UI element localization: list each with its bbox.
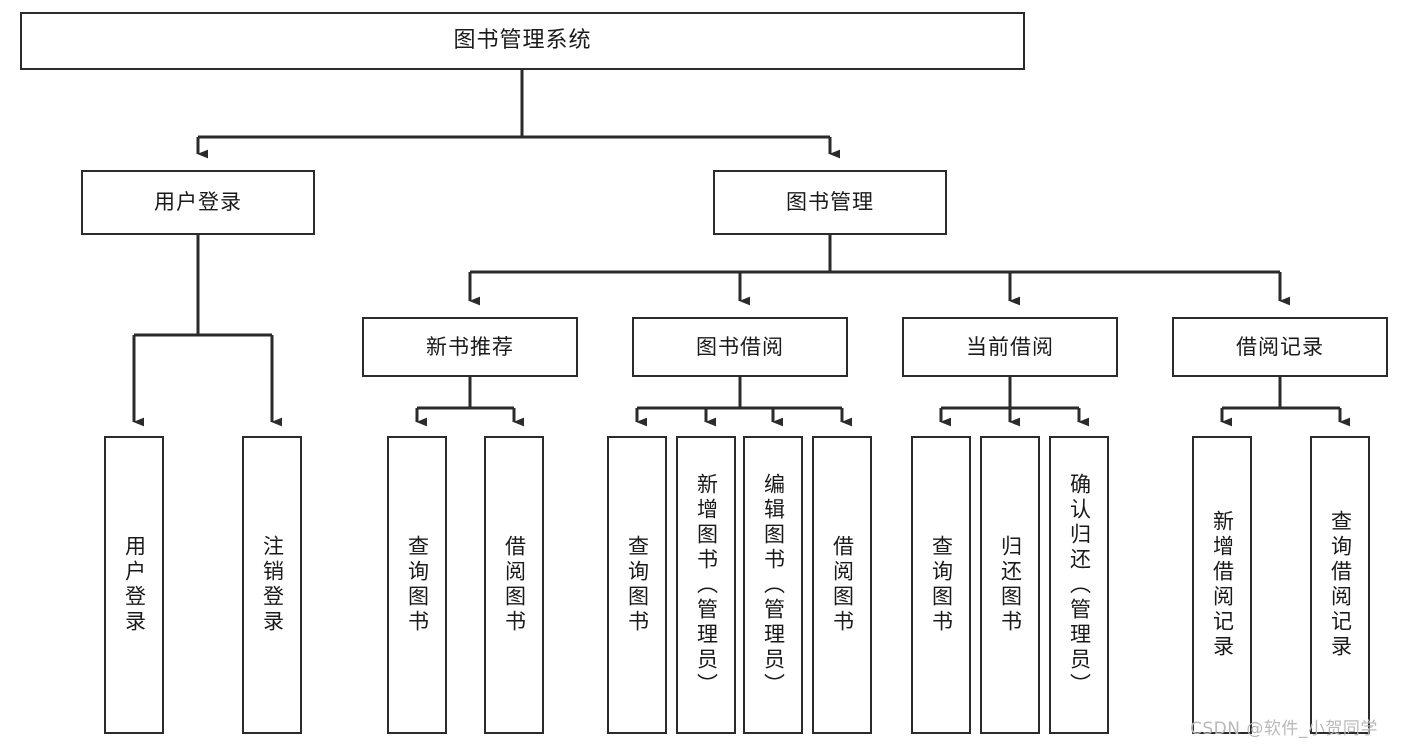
node-leaf-borrow-book-2[interactable]: 借阅图书 xyxy=(812,436,872,734)
node-leaf-borrow-book-1[interactable]: 借阅图书 xyxy=(484,436,544,734)
node-new-book-recommend[interactable]: 新书推荐 xyxy=(362,317,578,377)
node-leaf-query-book-3[interactable]: 查询图书 xyxy=(911,436,971,734)
node-leaf-confirm-return[interactable]: 确认归还（管理员） xyxy=(1049,436,1109,734)
node-label: 查询借阅记录 xyxy=(1328,510,1353,660)
node-leaf-return-book[interactable]: 归还图书 xyxy=(980,436,1040,734)
node-leaf-query-book-1[interactable]: 查询图书 xyxy=(387,436,447,734)
node-book-borrow[interactable]: 图书借阅 xyxy=(632,317,848,377)
node-label: 新增借阅记录 xyxy=(1210,510,1235,660)
node-leaf-query-book-2[interactable]: 查询图书 xyxy=(607,436,667,734)
node-label: 借阅图书 xyxy=(830,535,855,635)
node-leaf-user-login[interactable]: 用户登录 xyxy=(104,436,164,734)
node-label: 用户登录 xyxy=(122,535,147,635)
node-borrow-record[interactable]: 借阅记录 xyxy=(1172,317,1388,377)
node-label: 查询图书 xyxy=(929,535,954,635)
node-leaf-edit-book[interactable]: 编辑图书（管理员） xyxy=(743,436,803,734)
node-label: 当前借阅 xyxy=(966,334,1054,359)
node-label: 图书借阅 xyxy=(696,334,784,359)
node-label: 注销登录 xyxy=(260,535,285,635)
node-label: 借阅图书 xyxy=(502,535,527,635)
node-leaf-add-record[interactable]: 新增借阅记录 xyxy=(1192,436,1252,734)
node-label: 查询图书 xyxy=(625,535,650,635)
node-label: 新增图书（管理员） xyxy=(694,472,719,698)
node-label: 归还图书 xyxy=(998,535,1023,635)
node-leaf-logout-login[interactable]: 注销登录 xyxy=(242,436,302,734)
node-label: 借阅记录 xyxy=(1236,334,1324,359)
node-label: 图书管理系统 xyxy=(453,28,592,54)
node-label: 确认归还（管理员） xyxy=(1067,472,1092,698)
node-book-management[interactable]: 图书管理 xyxy=(713,170,947,235)
node-current-borrow[interactable]: 当前借阅 xyxy=(902,317,1118,377)
node-label: 编辑图书（管理员） xyxy=(761,472,786,698)
node-label: 图书管理 xyxy=(786,190,874,215)
node-user-login[interactable]: 用户登录 xyxy=(81,170,315,235)
node-leaf-query-record[interactable]: 查询借阅记录 xyxy=(1310,436,1370,734)
node-label: 新书推荐 xyxy=(426,334,514,359)
node-label: 用户登录 xyxy=(154,190,242,215)
node-leaf-add-book[interactable]: 新增图书（管理员） xyxy=(676,436,736,734)
node-book-management-system[interactable]: 图书管理系统 xyxy=(20,12,1025,70)
node-label: 查询图书 xyxy=(405,535,430,635)
